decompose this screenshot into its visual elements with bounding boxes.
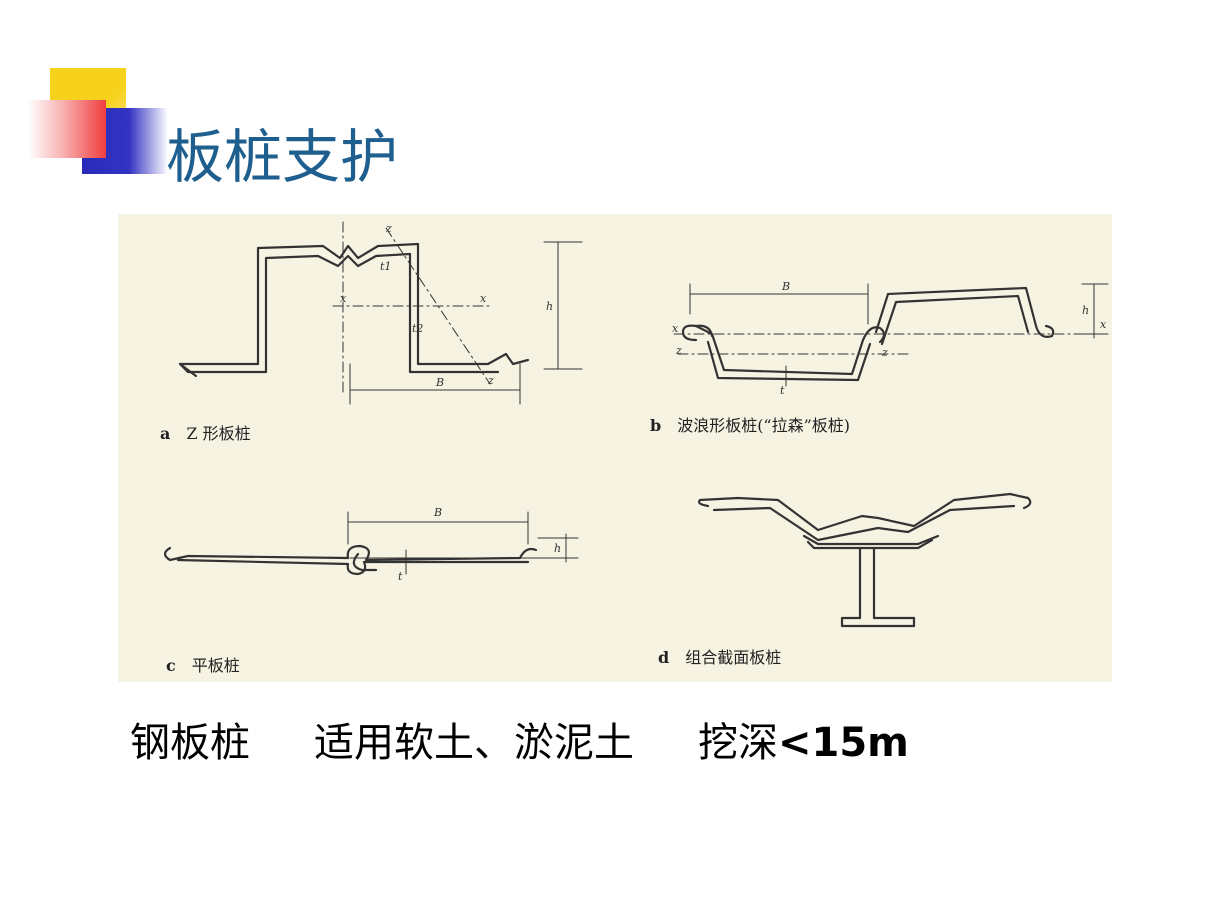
summary-depth-prefix: 挖深 (698, 720, 778, 766)
caption-c-letter: c (166, 656, 176, 675)
caption-a-text: Z 形板桩 (186, 424, 251, 443)
label-a-z2: z (487, 374, 494, 387)
summary-type: 钢板桩 (130, 720, 250, 766)
sheet-pile-diagram: x x z z t1 t2 B h B h x x z z t B h t (163, 221, 1109, 628)
panel-b-drawing (673, 283, 1109, 387)
caption-b: b 波浪形板桩(“拉森”板桩) (650, 412, 850, 436)
label-b-z2: z (881, 346, 888, 359)
panel-d-drawing (697, 492, 1032, 628)
label-c-t: t (398, 570, 403, 583)
label-a-h: h (546, 300, 553, 313)
caption-a-letter: a (160, 424, 171, 443)
caption-d-letter: d (658, 648, 670, 667)
label-b-x1: x (672, 322, 679, 335)
label-a-t1: t1 (380, 260, 391, 273)
label-c-b: B (433, 506, 442, 519)
label-b-t: t (780, 384, 785, 397)
panel-c-drawing (163, 511, 579, 576)
slide-title: 板桩支护 (166, 123, 399, 191)
label-a-x1: x (340, 292, 347, 305)
caption-c-text: 平板桩 (191, 656, 240, 675)
label-a-z1: z (385, 222, 392, 235)
summary-soil: 适用软土、淤泥土 (314, 720, 634, 766)
label-a-t2: t2 (412, 322, 423, 335)
label-b-b: B (781, 280, 790, 293)
caption-c: c 平板桩 (166, 652, 240, 676)
caption-b-letter: b (650, 416, 662, 435)
label-c-h: h (554, 542, 561, 555)
summary-line: 钢板桩 适用软土、淤泥土 挖深<15m (130, 710, 909, 768)
caption-b-text: 波浪形板桩(“拉森”板桩) (677, 416, 851, 435)
label-b-x2: x (1100, 318, 1107, 331)
label-b-z1: z (675, 344, 682, 357)
caption-d-text: 组合截面板桩 (685, 648, 782, 667)
caption-d: d 组合截面板桩 (658, 644, 781, 668)
caption-a: a Z 形板桩 (160, 420, 251, 444)
summary-depth-value: <15m (778, 720, 909, 766)
deco-square-red (28, 100, 106, 158)
label-a-b: B (435, 376, 444, 389)
panel-a-drawing (178, 221, 583, 405)
label-b-h: h (1082, 304, 1089, 317)
label-a-x2: x (480, 292, 487, 305)
